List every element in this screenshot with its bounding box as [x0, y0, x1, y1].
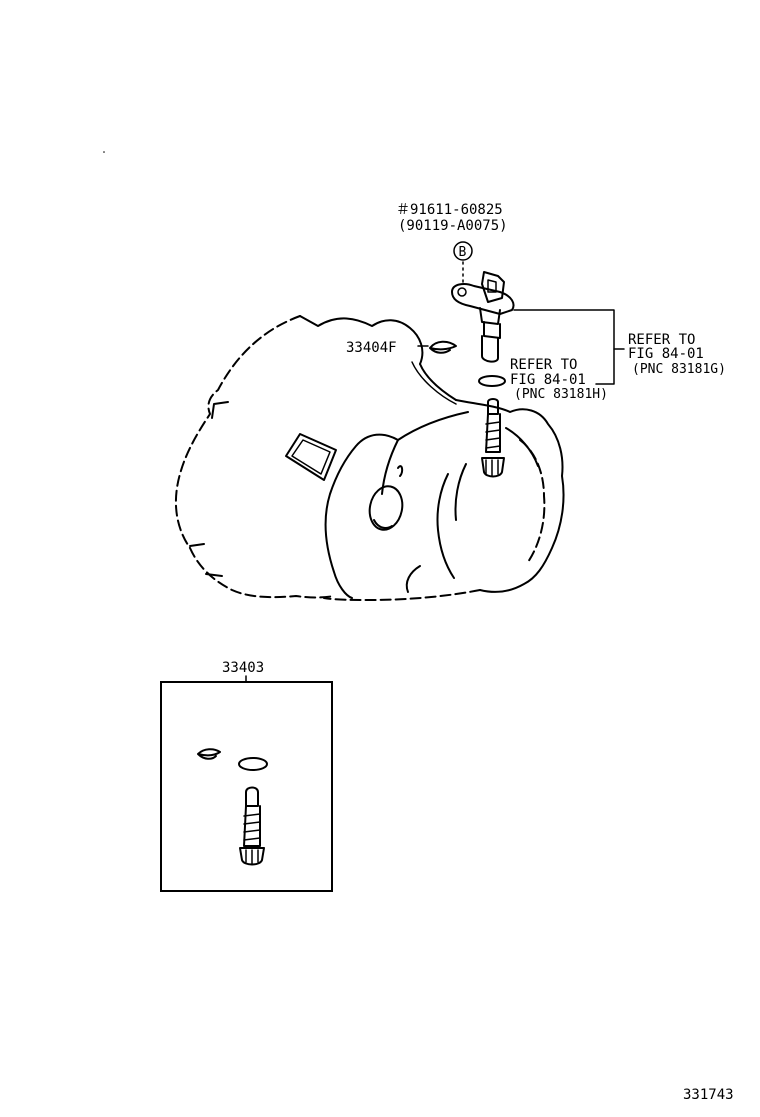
refer1-line1: REFER TO: [510, 357, 577, 373]
refer1-line2: FIG 84-01: [510, 372, 586, 388]
refer2-line3: (PNC 83181G): [632, 362, 726, 377]
o-ring-upper: [478, 375, 506, 387]
kit-box: [160, 681, 333, 892]
driven-gear-upper: [481, 398, 505, 478]
transmission-housing: [174, 315, 565, 601]
clip-part-label: 33404F: [346, 340, 397, 356]
clip-kit: [197, 748, 221, 760]
speed-sensor: [451, 271, 515, 363]
bolt-alt-part-label: (90119-A0075): [398, 218, 508, 234]
clip-upper: [429, 340, 457, 354]
bolt-part-label: ＃91611-60825: [396, 202, 503, 218]
figure-number: 331743: [683, 1087, 734, 1103]
bolt-marker: B: [453, 241, 473, 287]
refer-brackets: [513, 309, 625, 385]
kit-part-label: 33403: [222, 660, 264, 676]
refer2-line2: FIG 84-01: [628, 346, 704, 362]
refer1-line3: (PNC 83181H): [514, 387, 608, 402]
refer2-line1: REFER TO: [628, 332, 695, 348]
o-ring-kit: [238, 757, 268, 771]
driven-gear-kit: [239, 786, 265, 866]
stray-dot: [103, 151, 105, 153]
bolt-marker-letter: B: [459, 245, 467, 260]
